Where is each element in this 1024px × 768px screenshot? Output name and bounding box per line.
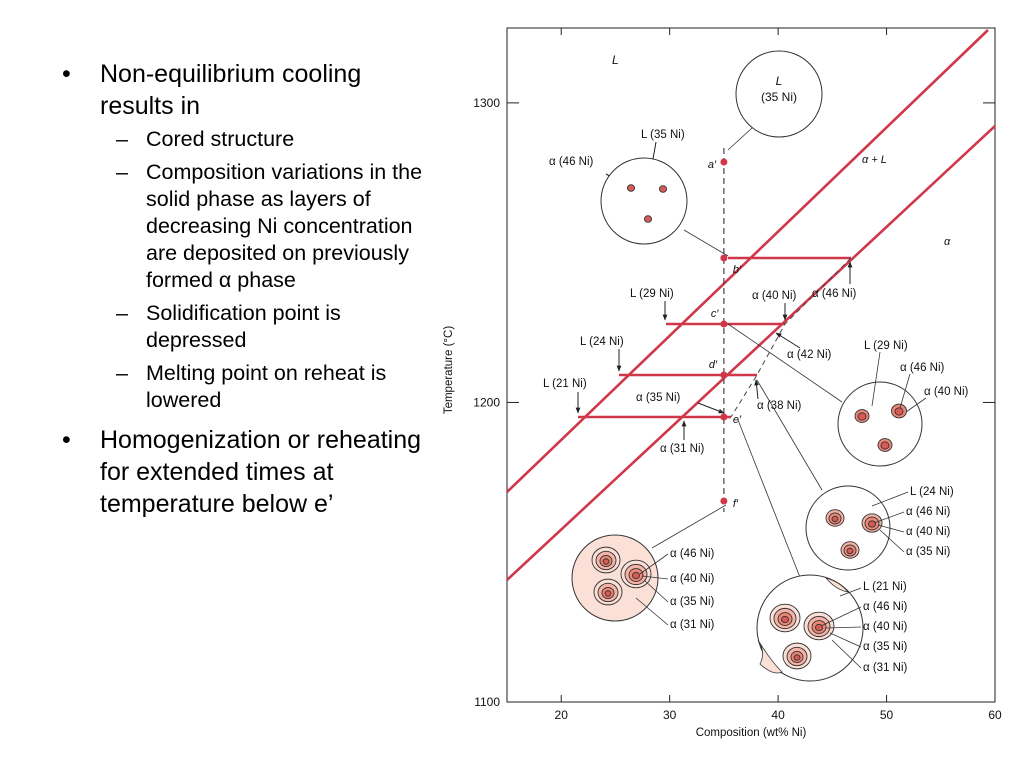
- e-alpha35: α (35 Ni): [863, 641, 908, 653]
- L-29-label: L (29 Ni): [630, 288, 674, 300]
- d-alpha46: α (46 Ni): [906, 506, 951, 518]
- e-L21: L (21 Ni): [863, 581, 907, 593]
- arrow: [756, 380, 758, 399]
- alpha-38-label: α (38 Ni): [757, 400, 802, 412]
- alpha-31-label: α (31 Ni): [660, 443, 705, 455]
- point-marker-e′: [720, 414, 727, 421]
- grain-ring-3: [869, 521, 876, 527]
- grain-ring-1: [659, 186, 666, 193]
- x-tick-label: 50: [880, 708, 894, 722]
- point-marker-c′: [720, 321, 727, 328]
- L-24-label: L (24 Ni): [580, 336, 624, 348]
- grain-ring-4: [794, 655, 800, 661]
- leader-line: [728, 324, 842, 402]
- leader-line: [757, 380, 822, 490]
- point-label: e′: [733, 414, 742, 426]
- point-label: c′: [711, 308, 720, 320]
- x-tick-label: 30: [663, 708, 677, 722]
- arrow: [698, 403, 724, 413]
- alpha-40-label: α (40 Ni): [752, 290, 797, 302]
- e-alpha46: α (46 Ni): [863, 601, 908, 613]
- point-marker-f′: [720, 498, 727, 505]
- x-tick-label: 60: [988, 708, 1002, 722]
- f-alpha40: α (40 Ni): [670, 573, 715, 585]
- y-axis-label: Temperature (°C): [443, 326, 455, 414]
- grain-e-2: [804, 612, 834, 640]
- grain-ring-2: [895, 408, 903, 415]
- region-label-two-phase: α + L: [862, 154, 887, 166]
- circle-a: [601, 158, 687, 244]
- grain-nucleus-2: [659, 186, 666, 193]
- c-alpha40: α (40 Ni): [924, 386, 969, 398]
- grain-ring-2: [881, 442, 889, 449]
- grain-ring-4: [605, 591, 611, 597]
- x-tick-label: 40: [771, 708, 785, 722]
- grain-d-1: [826, 510, 844, 527]
- point-label: f′: [733, 498, 739, 510]
- grain-f-3: [594, 579, 622, 605]
- grain-ring-3: [847, 548, 853, 554]
- d-alpha40: α (40 Ni): [906, 526, 951, 538]
- point-label: a′: [708, 159, 717, 171]
- f-alpha46: α (46 Ni): [670, 548, 715, 560]
- circle-top-comp: (35 Ni): [761, 90, 797, 104]
- grain-c-1: [855, 410, 869, 423]
- e-alpha31: α (31 Ni): [863, 662, 908, 674]
- grain-f-2: [621, 560, 651, 588]
- grain-nucleus-1: [627, 185, 634, 192]
- arrow: [776, 333, 800, 348]
- grain-ring-1: [627, 185, 634, 192]
- grain-ring-4: [633, 572, 640, 578]
- alpha-35-label: α (35 Ni): [636, 392, 681, 404]
- average-solid-line: [731, 258, 851, 417]
- grain-ring-1: [644, 216, 651, 223]
- point-marker-b′: [720, 255, 727, 262]
- leader-line: [738, 420, 805, 590]
- d-L24: L (24 Ni): [910, 486, 954, 498]
- leader-line: [728, 128, 752, 150]
- grain-e-3: [783, 643, 811, 669]
- leader-line: [652, 505, 726, 548]
- y-tick-label: 1300: [473, 96, 500, 110]
- grain-c-2: [892, 404, 907, 418]
- y-tick-label: 1200: [473, 395, 500, 409]
- e-alpha40: α (40 Ni): [863, 621, 908, 633]
- point-marker-a′: [720, 159, 727, 166]
- grain-ring-3: [832, 516, 838, 522]
- y-tick-label: 1100: [474, 695, 500, 709]
- x-axis-label: Composition (wt% Ni): [696, 727, 807, 739]
- x-tick-label: 20: [555, 708, 569, 722]
- d-alpha35: α (35 Ni): [906, 546, 951, 558]
- f-alpha35: α (35 Ni): [670, 596, 715, 608]
- grain-nucleus-3: [644, 216, 651, 223]
- f-alpha31: α (31 Ni): [670, 619, 715, 631]
- L-21-label: L (21 Ni): [543, 378, 587, 390]
- alpha-42-label: α (42 Ni): [787, 349, 832, 361]
- a-alpha46-label: α (46 Ni): [549, 156, 594, 168]
- point-label: d′: [709, 359, 718, 371]
- grain-ring-4: [603, 559, 609, 565]
- microstructure-circles: L (35 Ni) L (29 Ni) α (46 Ni) α (40 Ni) L (24…: [572, 51, 969, 681]
- circle-c: [838, 382, 922, 466]
- grain-ring-4: [816, 624, 823, 630]
- region-label-alpha: α: [944, 236, 951, 248]
- a-L35-label: L (35 Ni): [641, 129, 685, 141]
- alpha-46-label: α (46 Ni): [812, 288, 857, 300]
- circle-top-L: L: [776, 74, 783, 88]
- grain-d-2: [862, 514, 882, 532]
- c-L29: L (29 Ni): [864, 340, 908, 352]
- c-alpha46: α (46 Ni): [900, 362, 945, 374]
- grain-c-3: [878, 439, 892, 452]
- grain-ring-4: [782, 616, 789, 622]
- leader-line: [684, 230, 728, 256]
- point-marker-d′: [720, 372, 727, 379]
- grain-e-1: [770, 604, 800, 632]
- grain-d-3: [841, 542, 859, 559]
- point-label: b′: [733, 264, 742, 276]
- grain-f-1: [592, 547, 620, 573]
- grain-ring-2: [858, 413, 866, 420]
- region-label-liquid: L: [612, 53, 619, 67]
